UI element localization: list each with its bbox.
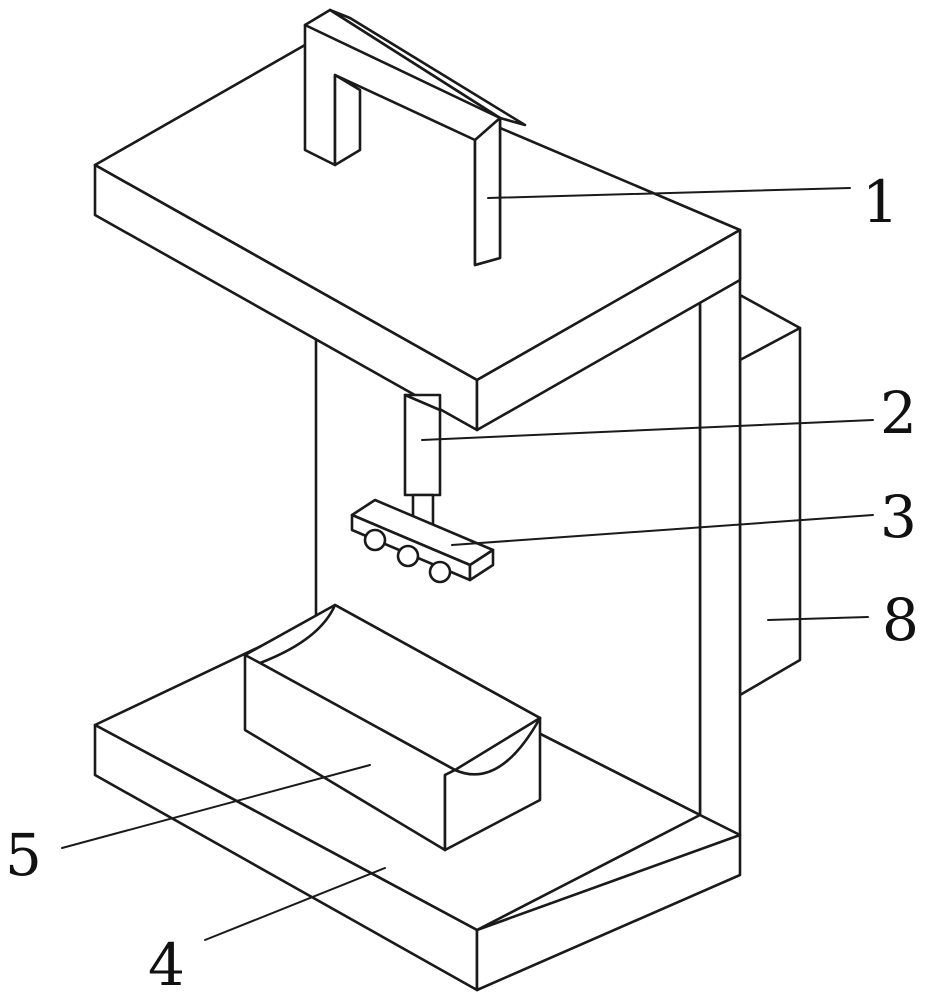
label-4: 4 (148, 931, 185, 999)
label-3: 3 (880, 483, 917, 551)
top-plate (93, 43, 742, 432)
part-8-side-box (738, 293, 802, 697)
label-1: 1 (862, 168, 899, 236)
leader-8 (767, 616, 869, 621)
leader-4 (204, 867, 386, 941)
label-5: 5 (5, 821, 42, 889)
label-8: 8 (882, 586, 919, 654)
leader-lines (61, 187, 874, 941)
leader-2 (421, 419, 874, 441)
leader-5 (61, 764, 371, 849)
part-5-cradle-block (243, 603, 542, 852)
leader-1 (487, 187, 851, 199)
label-2: 2 (880, 379, 917, 447)
part-3-suction-head (350, 498, 495, 584)
leader-3 (451, 514, 874, 546)
part-1-handle (303, 8, 527, 267)
